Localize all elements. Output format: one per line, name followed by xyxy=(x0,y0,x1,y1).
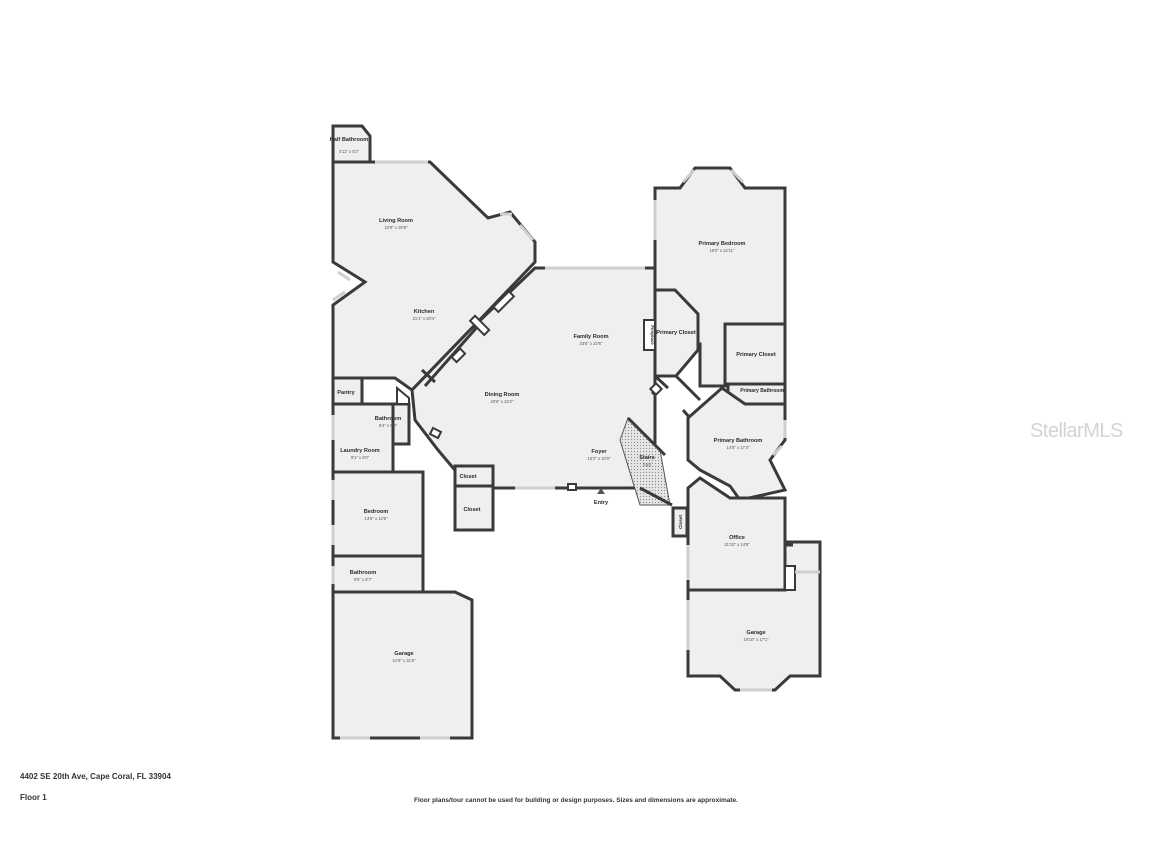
office-label: Office xyxy=(729,535,745,541)
disclaimer-text: Floor plans/tour cannot be used for buil… xyxy=(414,797,738,804)
floor-label: Floor 1 xyxy=(20,793,47,802)
garage-2-dims: 19'10" x 17'1" xyxy=(743,637,769,642)
half-bathroom-label: Half Bathroom xyxy=(330,137,369,143)
fireplace-fixture xyxy=(643,319,656,351)
family-room-dims: 23'6" x 22'6" xyxy=(580,341,603,346)
primary-bathroom-label: Primary Bathroom xyxy=(714,438,763,444)
office-dims: 21'10" x 14'8" xyxy=(724,542,750,547)
stairs-label: Stairs xyxy=(639,455,655,461)
living-room-label: Living Room xyxy=(379,218,413,224)
foyer-label: Foyer xyxy=(591,449,607,455)
dining-room-dims: 20'6" x 22'2" xyxy=(491,399,514,404)
laundry-room-area xyxy=(331,402,395,474)
pantry-label: Pantry xyxy=(337,390,355,396)
primary-bedroom-label: Primary Bedroom xyxy=(699,241,746,247)
half-bathroom-dims: 4'11" x 5'2" xyxy=(339,149,360,154)
dining-room-label: Dining Room xyxy=(485,392,520,398)
primary-bathroom-room xyxy=(686,386,788,502)
bedroom-label: Bedroom xyxy=(364,509,389,515)
living-kitchen-area xyxy=(331,160,537,402)
closet-room-3 xyxy=(671,506,689,538)
bathroom-room-2 xyxy=(331,554,425,594)
living-room-dims: 22'9" x 20'9" xyxy=(385,225,408,230)
primary-closet-2-label: Primary Closet xyxy=(736,352,776,358)
kitchen-label: Kitchen xyxy=(414,309,435,315)
stellarmls-watermark: StellarMLS xyxy=(1030,420,1123,442)
half-bathroom xyxy=(331,124,372,164)
entry-label: Entry xyxy=(594,500,609,506)
stairs-note: (Up) xyxy=(643,462,652,467)
primary-closet-1-label-word: Primary Closet xyxy=(656,330,696,336)
closet-3-label: Closet xyxy=(678,515,683,530)
primary-bedroom-dims: 16'0" x 22'11" xyxy=(710,248,735,253)
garage-room-1 xyxy=(331,590,474,740)
bedroom-dims: 13'6" x 12'6" xyxy=(365,516,388,521)
bathroom-2-label: Bathroom xyxy=(350,570,376,576)
entry-arrow-icon xyxy=(597,488,605,494)
bathroom-2-dims: 9'6" x 5'7" xyxy=(354,577,373,582)
foyer-dims: 10'2" x 10'0" xyxy=(588,456,611,461)
laundry-room-label: Laundry Room xyxy=(340,448,379,454)
bathroom-1-label: Bathroom xyxy=(375,416,401,422)
closet-2-label: Closet xyxy=(463,507,480,513)
closet-room-2 xyxy=(453,484,495,532)
primary-closet-1-label: Primary Closet xyxy=(656,330,696,336)
primary-bathroom-small-label: Primary Bathroom xyxy=(740,388,784,394)
property-address: 4402 SE 20th Ave, Cape Coral, FL 33904 xyxy=(20,772,171,781)
family-room-label: Family Room xyxy=(573,334,608,340)
closet-1-label: Closet xyxy=(459,474,476,480)
garage-1-label: Garage xyxy=(394,651,413,657)
fireplace-label: Fireplace xyxy=(650,325,655,345)
laundry-room-dims: 9'1" x 6'0" xyxy=(351,455,370,460)
kitchen-dims: 31'1" x 20'4" xyxy=(413,316,436,321)
bathroom-1-dims: 6'4" x 5'6" xyxy=(379,423,398,428)
primary-bathroom-dims: 14'6" x 17'4" xyxy=(727,445,750,450)
garage-1-dims: 21'9" x 31'6" xyxy=(393,658,416,663)
garage-2-label: Garage xyxy=(746,630,765,636)
